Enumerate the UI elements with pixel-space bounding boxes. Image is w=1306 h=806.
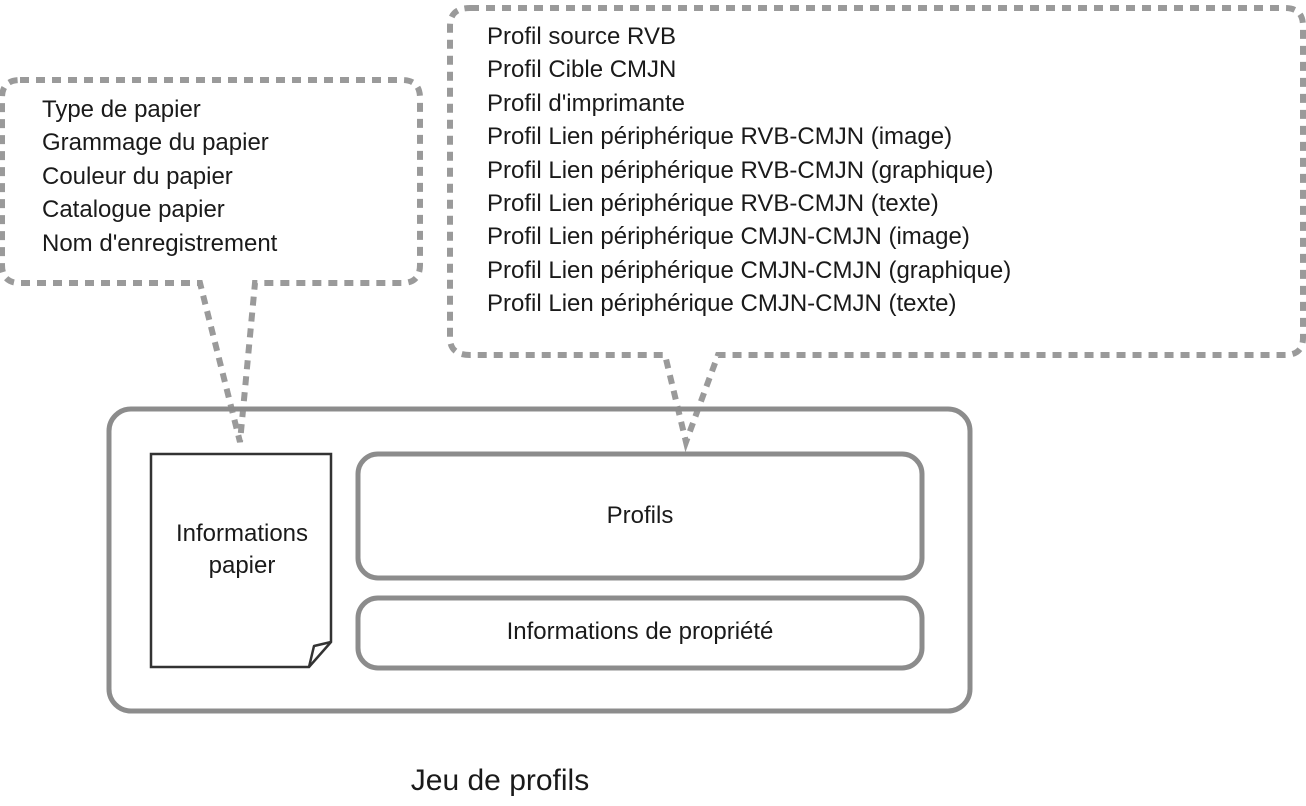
paper-info-item: Type de papier [42,96,201,123]
profile-item: Profil d'imprimante [487,89,685,117]
paper-info-item: Catalogue papier [42,196,225,224]
paper-info-item: Nom d'enregistrement [42,229,278,257]
paper-info-item: Grammage du papier [42,129,269,157]
profile-callout-bubble [447,5,1306,453]
profile-set-container [106,406,973,714]
profiles-label: Profils [606,502,674,529]
profile-list: Profil source RVB Profil Cible CMJN Prof… [487,20,1011,321]
paper-info-list: Type de papier Grammage du papier Couleu… [42,93,277,260]
profile-item: Profil Lien périphérique RVB-CMJN (image… [487,123,953,151]
property-info-label: Informations de propriété [506,618,774,645]
paper-info-label: Informations papier [175,520,309,579]
paper-info-item: Couleur du papier [42,162,233,190]
property-info-box [355,595,925,671]
profile-item: Profil Lien périphérique RVB-CMJN (texte… [487,190,939,218]
profile-item: Profil Cible CMJN [487,56,677,84]
profile-item: Profil source RVB [487,23,676,50]
profile-item: Profil Lien périphérique RVB-CMJN (graph… [487,156,994,184]
profile-item: Profil Lien périphérique CMJN-CMJN (imag… [487,223,970,251]
paper-callout-bubble [0,77,423,443]
folded-corner-icon [307,640,332,668]
profile-item: Profil Lien périphérique CMJN-CMJN (text… [487,290,957,318]
profile-item: Profil Lien périphérique CMJN-CMJN (grap… [487,256,1012,284]
diagram-caption: Jeu de profils [410,764,590,797]
paper-info-document [149,452,333,669]
profiles-box [355,451,925,581]
